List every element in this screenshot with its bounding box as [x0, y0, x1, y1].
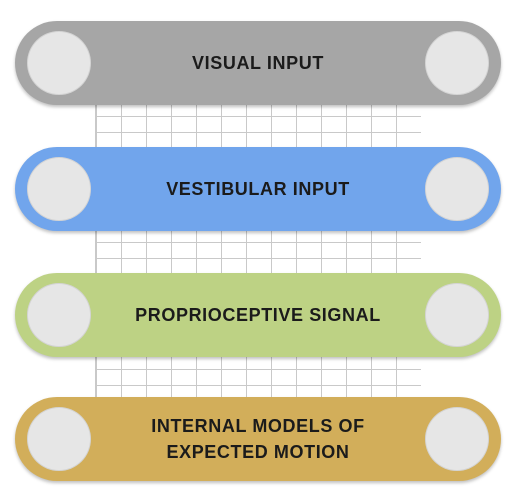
layer-label: INTERNAL MODELS OF EXPECTED MOTION	[151, 416, 365, 462]
circle-knob-icon	[425, 31, 489, 95]
layer-vestibular-input: VESTIBULAR INPUT	[15, 147, 501, 231]
circle-knob-icon	[27, 31, 91, 95]
grid-connector	[95, 100, 421, 156]
circle-knob-icon	[425, 157, 489, 221]
grid-connector	[95, 353, 421, 406]
circle-knob-icon	[425, 283, 489, 347]
circle-knob-icon	[27, 157, 91, 221]
circle-knob-icon	[27, 283, 91, 347]
layer-internal-models: INTERNAL MODELS OF EXPECTED MOTION	[15, 397, 501, 481]
circle-knob-icon	[27, 407, 91, 471]
layer-label: VESTIBULAR INPUT	[166, 179, 350, 199]
layer-label: PROPRIOCEPTIVE SIGNAL	[135, 305, 381, 325]
layer-proprioceptive-signal: PROPRIOCEPTIVE SIGNAL	[15, 273, 501, 357]
layer-label: VISUAL INPUT	[192, 53, 324, 73]
circle-knob-icon	[425, 407, 489, 471]
layer-visual-input: VISUAL INPUT	[15, 21, 501, 105]
